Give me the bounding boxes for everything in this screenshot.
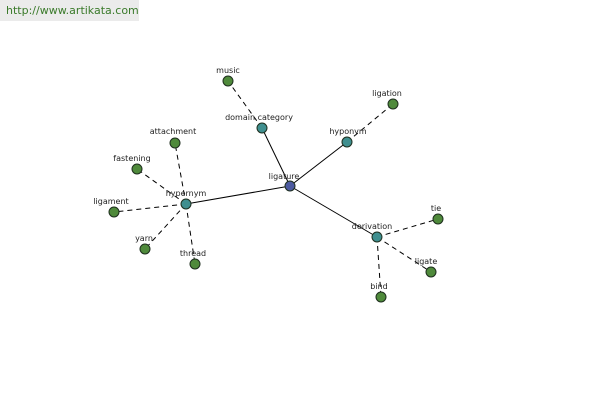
- node-hyponym[interactable]: [341, 136, 353, 148]
- label-attachment: attachment: [150, 127, 196, 136]
- label-ligation: ligation: [372, 89, 402, 98]
- labels-layer: ligature domain category hyponym hyperny…: [93, 66, 441, 291]
- label-derivation: derivation: [352, 222, 392, 231]
- label-ligament: ligament: [93, 197, 128, 206]
- node-music[interactable]: [222, 75, 234, 87]
- edge-hypernym-attachment: [174, 142, 187, 205]
- edge-derivation-bind: [376, 236, 382, 298]
- edge-derivation-ligate: [376, 236, 432, 273]
- node-ligate[interactable]: [425, 266, 437, 278]
- node-yarn[interactable]: [139, 243, 151, 255]
- node-ligation[interactable]: [387, 98, 399, 110]
- edge-domain-category-music: [227, 80, 263, 129]
- node-attachment[interactable]: [169, 137, 181, 149]
- label-yarn: yarn: [135, 234, 153, 243]
- node-thread[interactable]: [189, 258, 201, 270]
- edge-hyponym-ligation: [346, 103, 394, 143]
- node-ligature[interactable]: [284, 180, 296, 192]
- node-bind[interactable]: [375, 291, 387, 303]
- label-thread: thread: [180, 249, 206, 258]
- label-tie: tie: [431, 204, 441, 213]
- edge-derivation-tie: [376, 218, 439, 238]
- node-tie[interactable]: [432, 213, 444, 225]
- edge-ligature-hypernym: [185, 185, 291, 205]
- node-ligament[interactable]: [108, 206, 120, 218]
- label-bind: bind: [370, 282, 387, 291]
- edges-layer: [113, 80, 439, 298]
- label-fastening: fastening: [113, 154, 150, 163]
- edge-hypernym-yarn: [144, 203, 187, 250]
- label-ligature: ligature: [269, 172, 300, 181]
- node-hypernym[interactable]: [180, 198, 192, 210]
- label-ligate: ligate: [415, 257, 438, 266]
- label-music: music: [216, 66, 240, 75]
- label-hyponym: hyponym: [329, 127, 367, 136]
- edge-ligature-hyponym: [289, 141, 348, 187]
- nodes-layer: [108, 75, 444, 303]
- edge-hypernym-ligament: [113, 203, 187, 213]
- source-url-watermark[interactable]: http://www.artikata.com: [0, 0, 139, 21]
- edge-ligature-derivation: [289, 185, 378, 238]
- label-hypernym: hypernym: [166, 189, 207, 198]
- edge-ligature-domain-category: [261, 127, 291, 187]
- edge-hypernym-fastening: [136, 168, 187, 205]
- node-fastening[interactable]: [131, 163, 143, 175]
- label-domain-category: domain category: [225, 113, 293, 122]
- node-derivation[interactable]: [371, 231, 383, 243]
- node-domain-category[interactable]: [256, 122, 268, 134]
- edge-hypernym-thread: [185, 203, 196, 265]
